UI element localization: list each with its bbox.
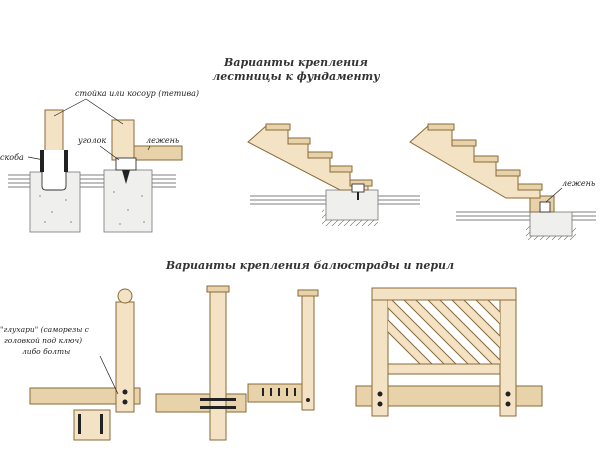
concrete-footing-right-stair [529, 211, 573, 237]
lag-screw-a [78, 414, 81, 434]
steel-corner-middle [351, 183, 365, 193]
title-top-line2: лестницы к фундаменту [212, 70, 381, 83]
label-ledger-1: лежень [146, 136, 179, 145]
label-post-or-stringer: стойка или косоур (тетива) [75, 89, 199, 98]
concrete-footing-middle [325, 189, 379, 221]
leader-bracket [27, 156, 45, 161]
bolt-head-3 [306, 398, 310, 402]
leader-ledger-1 [147, 145, 151, 151]
deck-beam-1 [29, 387, 141, 405]
steel-corner-right [539, 201, 551, 213]
baluster-variant-lag-screws: "глухари" (саморезы с головкой под ключ)… [0, 288, 141, 441]
leader-corner [99, 145, 120, 161]
ground-lines-left [8, 174, 176, 188]
top-rail [371, 287, 517, 301]
baluster-variant-through-bolt [155, 285, 247, 441]
bolt-head-1a [122, 389, 128, 395]
railing-post-left [371, 287, 389, 417]
concrete-footing-right [103, 169, 153, 233]
bracket-bolts-right [64, 150, 68, 172]
ground-lines-middle [250, 195, 420, 205]
newel-cap-2 [206, 285, 230, 293]
bolt-left-b [377, 401, 383, 407]
ledger-beam [133, 145, 183, 161]
leader-post [53, 98, 124, 125]
bottom-rail [387, 363, 501, 375]
diagonal-slats [388, 300, 500, 364]
leader-ledger-2 [545, 187, 563, 203]
through-bolt-2a [200, 398, 236, 401]
newel-post-1 [115, 301, 135, 413]
bolt-head-1b [122, 399, 128, 405]
newel-cap-1 [117, 288, 133, 304]
label-lags-2: головкой под ключ) [4, 336, 82, 345]
railing-lattice [355, 287, 543, 417]
anchor-bolt [122, 170, 130, 184]
baluster-variant-simple [247, 289, 319, 411]
label-corner: уголок [77, 136, 106, 145]
label-bracket: скоба [0, 153, 24, 162]
lag-screw-b [100, 414, 103, 434]
label-lags-3: либо болты [22, 347, 70, 356]
wood-post-right [111, 119, 135, 161]
label-ledger-2: лежень [562, 179, 595, 188]
railing-post-right [499, 287, 517, 417]
stair-treads-right [427, 123, 543, 191]
through-bolt-2b [200, 406, 236, 409]
bracket-bolts-left [40, 150, 44, 172]
label-lags-1: "глухари" (саморезы с [0, 325, 90, 334]
newel-cap-3 [297, 289, 319, 297]
ground-lines-right [456, 211, 596, 221]
bolt-left-a [377, 391, 383, 397]
bolt-right-b [505, 401, 511, 407]
deck-beam-4 [355, 385, 543, 407]
u-bracket [41, 150, 67, 191]
post-foundation-detail: стойка или косоур (тетива) скоба уголок … [0, 89, 199, 233]
leader-lags [99, 355, 119, 395]
stair-treads-middle [265, 123, 373, 187]
newel-post-2 [209, 289, 227, 441]
deck-beam-2 [155, 393, 247, 413]
title-bottom: Варианты крепления балюстрады и перил [165, 259, 454, 272]
stair-foundation-middle [247, 123, 420, 226]
newel-post-3 [301, 293, 315, 411]
title-top-line1: Варианты крепления [223, 56, 368, 69]
stair-foundation-right: лежень [409, 123, 596, 240]
bolt-right-a [505, 391, 511, 397]
bolt-row-3 [262, 388, 296, 396]
